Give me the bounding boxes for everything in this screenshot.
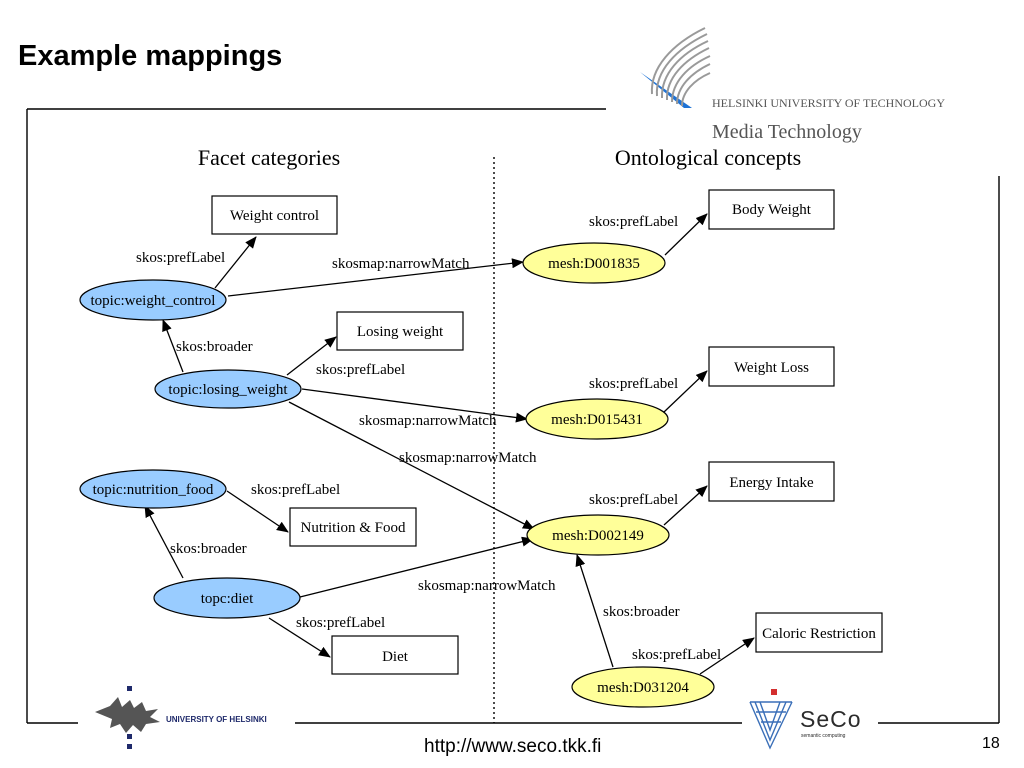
hut-logo-mark xyxy=(640,27,711,108)
facet-node-weight-control-label: topic:weight_control xyxy=(91,293,216,309)
footer-url[interactable]: http://www.seco.tkk.fi xyxy=(424,736,602,757)
label-weight-control: Weight control xyxy=(230,208,319,224)
facet-node-diet-label: topc:diet xyxy=(201,591,254,607)
concept-node-d015431-label: mesh:D015431 xyxy=(551,412,643,428)
edge-label-narrowmatch: skosmap:narrowMatch xyxy=(359,413,497,429)
edge-label-broader: skos:broader xyxy=(170,541,247,557)
university-of-helsinki-logo: UNIVERSITY OF HELSINKI xyxy=(95,686,267,749)
facet-node-weight-control: topic:weight_control xyxy=(79,279,227,321)
edge-losing-weight-narrowmatch-d002149 xyxy=(288,401,535,530)
edge-d001835-preflabel xyxy=(664,213,708,256)
concept-node-d001835-label: mesh:D001835 xyxy=(548,256,640,272)
facet-node-nutrition-food: topic:nutrition_food xyxy=(79,469,227,509)
label-diet: Diet xyxy=(382,649,409,665)
helsinki-logo-dots xyxy=(127,686,132,749)
concept-node-d015431: mesh:D015431 xyxy=(525,398,669,440)
label-losing-weight: Losing weight xyxy=(357,324,444,340)
edge-label-broader: skos:broader xyxy=(176,339,253,355)
slide-title: Example mappings xyxy=(18,40,283,72)
label-box-diet: Diet xyxy=(331,635,459,675)
ontological-concepts-heading: Ontological concepts xyxy=(615,145,801,170)
helsinki-logo-text: UNIVERSITY OF HELSINKI xyxy=(166,715,267,724)
edge-label-preflabel: skos:prefLabel xyxy=(589,492,678,508)
label-caloric-restriction: Caloric Restriction xyxy=(762,626,876,642)
edge-label-preflabel: skos:prefLabel xyxy=(136,250,225,266)
edge-label-preflabel: skos:prefLabel xyxy=(589,376,678,392)
label-body-weight: Body Weight xyxy=(732,202,812,218)
edge-weight-control-preflabel xyxy=(214,236,257,289)
label-box-body-weight: Body Weight xyxy=(708,189,835,230)
seco-logo: SeCo semantic computing xyxy=(749,689,862,750)
edge-label-narrowmatch: skosmap:narrowMatch xyxy=(418,578,556,594)
concept-node-d002149: mesh:D002149 xyxy=(526,514,670,556)
edge-losing-weight-narrowmatch-d015431 xyxy=(301,388,528,423)
diagram-frame xyxy=(26,108,1000,724)
label-box-nutrition-food: Nutrition & Food xyxy=(289,507,417,547)
concept-node-d001835: mesh:D001835 xyxy=(522,242,666,284)
edge-diet-preflabel xyxy=(268,617,331,658)
edge-d015431-preflabel xyxy=(663,370,708,413)
facet-node-losing-weight-label: topic:losing_weight xyxy=(168,382,288,398)
edge-label-preflabel: skos:prefLabel xyxy=(632,647,721,663)
edge-label-narrowmatch: skosmap:narrowMatch xyxy=(332,256,470,272)
label-box-weight-control: Weight control xyxy=(211,195,338,235)
hut-department-name: Media Technology xyxy=(712,121,862,143)
facet-node-losing-weight: topic:losing_weight xyxy=(154,369,302,409)
edge-losing-weight-preflabel xyxy=(286,336,337,376)
edge-d031204-preflabel xyxy=(699,637,755,675)
edge-diet-broader xyxy=(144,505,184,579)
seco-logo-red-square xyxy=(771,689,777,695)
label-box-losing-weight: Losing weight xyxy=(336,311,464,351)
edge-label-narrowmatch: skosmap:narrowMatch xyxy=(399,450,537,466)
edge-label-preflabel: skos:prefLabel xyxy=(296,615,385,631)
label-box-caloric-restriction: Caloric Restriction xyxy=(755,612,883,653)
concept-node-d002149-label: mesh:D002149 xyxy=(552,528,644,544)
label-box-energy-intake: Energy Intake xyxy=(708,461,835,502)
concept-node-d031204: mesh:D031204 xyxy=(571,666,715,708)
concept-node-d031204-label: mesh:D031204 xyxy=(597,680,689,696)
edge-d031204-broader xyxy=(575,554,614,668)
label-box-weight-loss: Weight Loss xyxy=(708,346,835,387)
edge-label-broader: skos:broader xyxy=(603,604,680,620)
edge-weight-control-narrowmatch xyxy=(227,258,524,297)
edge-label-preflabel: skos:prefLabel xyxy=(316,362,405,378)
facet-node-nutrition-food-label: topic:nutrition_food xyxy=(93,482,214,498)
edge-diet-narrowmatch xyxy=(299,536,534,598)
edge-losing-weight-broader xyxy=(162,319,184,373)
label-energy-intake: Energy Intake xyxy=(729,475,814,491)
helsinki-logo-eagle xyxy=(95,697,160,733)
facet-nodes: topic:weight_control topic:losing_weight… xyxy=(79,279,302,619)
hut-university-name: HELSINKI UNIVERSITY OF TECHNOLOGY xyxy=(712,96,945,110)
edge-label-preflabel: skos:prefLabel xyxy=(589,214,678,230)
edges xyxy=(144,213,755,675)
label-weight-loss: Weight Loss xyxy=(734,360,809,376)
facet-categories-heading: Facet categories xyxy=(198,145,340,170)
label-boxes: Weight control Losing weight Nutrition &… xyxy=(211,189,883,675)
facet-node-diet: topc:diet xyxy=(153,577,301,619)
hut-logo: HELSINKI UNIVERSITY OF TECHNOLOGY Media … xyxy=(640,27,945,143)
edge-nutrition-food-preflabel xyxy=(226,490,289,533)
edge-d002149-preflabel xyxy=(663,485,708,526)
seco-logo-text: SeCo xyxy=(800,706,862,732)
edge-label-preflabel: skos:prefLabel xyxy=(251,482,340,498)
concept-nodes: mesh:D001835 mesh:D015431 mesh:D002149 m… xyxy=(522,242,715,708)
seco-logo-tagline: semantic computing xyxy=(801,733,846,739)
seco-logo-mark xyxy=(749,701,793,750)
page-number: 18 xyxy=(982,735,1000,752)
label-nutrition-food: Nutrition & Food xyxy=(300,520,406,536)
